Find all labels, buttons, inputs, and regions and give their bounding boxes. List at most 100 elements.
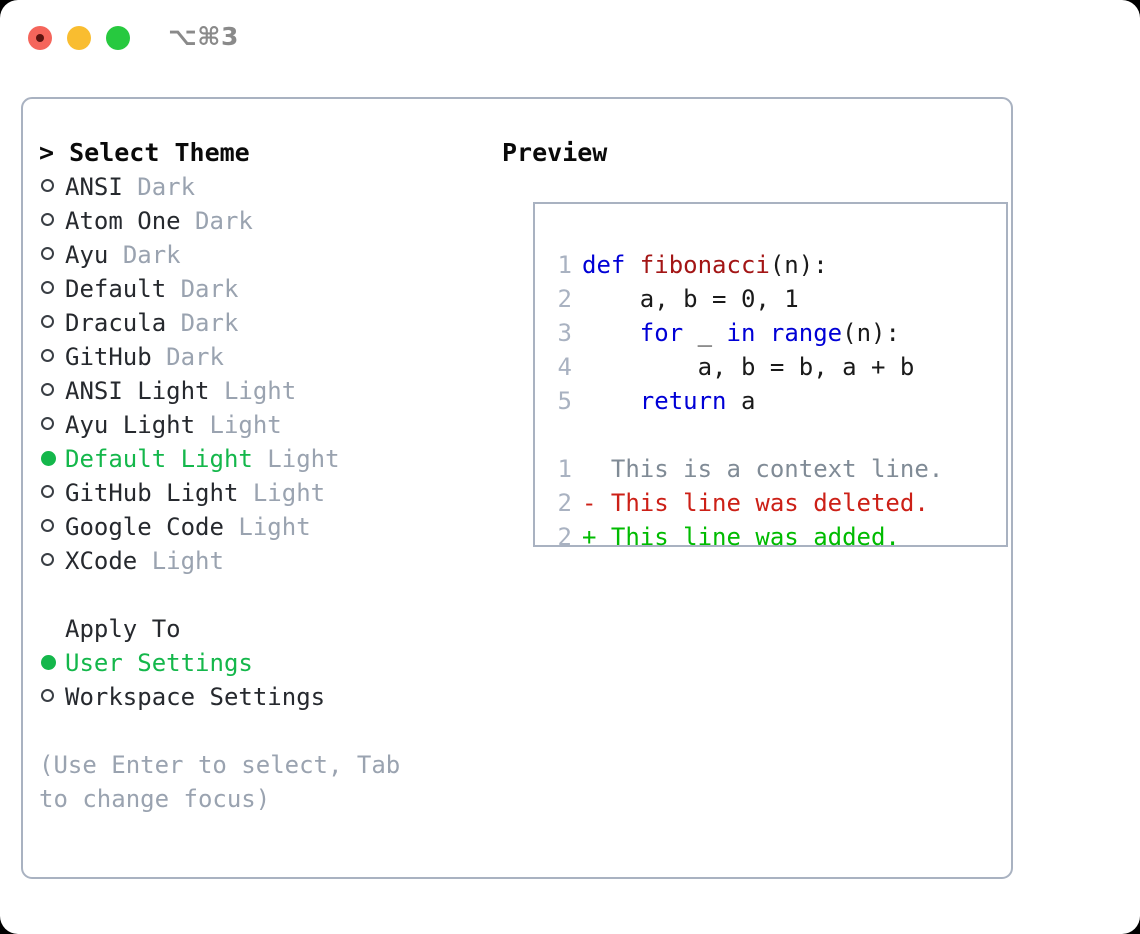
code-line-text: def fibonacci(n): bbox=[582, 248, 828, 282]
filled-circle-icon bbox=[41, 655, 56, 670]
hollow-circle-icon bbox=[41, 349, 54, 362]
code-token: return bbox=[639, 387, 727, 415]
hollow-circle-icon bbox=[41, 383, 54, 396]
code-token: a bbox=[726, 387, 756, 415]
code-line: 1 def fibonacci(n): bbox=[546, 248, 1000, 282]
option-variant-badge: Light bbox=[151, 547, 224, 575]
option-row[interactable]: GitHub Light Light bbox=[39, 476, 489, 510]
option-label-space bbox=[224, 510, 238, 544]
code-token: in bbox=[726, 319, 756, 347]
apply-to-header: Apply To bbox=[65, 615, 181, 643]
close-button[interactable] bbox=[28, 26, 52, 50]
filled-circle-icon bbox=[41, 451, 56, 466]
code-line-text: for _ in range(n): bbox=[582, 316, 900, 350]
option-label-space bbox=[152, 340, 166, 374]
option-label-space bbox=[123, 170, 137, 204]
hollow-circle-icon bbox=[41, 179, 54, 192]
option-label-space bbox=[238, 476, 252, 510]
option-variant-badge: Light bbox=[267, 445, 340, 473]
option-row[interactable]: Ayu Dark bbox=[39, 238, 489, 272]
option-row[interactable]: Google Code Light bbox=[39, 510, 489, 544]
code-line: 3 for _ in range(n): bbox=[546, 316, 1000, 350]
option-variant-badge: Dark bbox=[195, 207, 253, 235]
line-number: 1 bbox=[557, 455, 572, 483]
option-variant-badge: Dark bbox=[137, 173, 196, 201]
code-line: 4 a, b = b, a + b bbox=[546, 350, 1000, 384]
line-number: 2 bbox=[557, 489, 572, 517]
diff-line: 1 This is a context line. bbox=[546, 452, 1000, 486]
diff-line-text: This is a context line. bbox=[582, 455, 944, 483]
theme-picker-header: > Select Theme bbox=[39, 138, 250, 167]
code-token: def bbox=[582, 251, 640, 279]
code-token: fibonacci bbox=[639, 251, 770, 279]
diff-sample: 1 This is a context line. 2 - This line wa… bbox=[546, 452, 1000, 554]
option-label: Google Code bbox=[65, 513, 224, 541]
option-label: Default Light bbox=[65, 445, 253, 473]
option-label: Atom One bbox=[65, 207, 181, 235]
option-label-space bbox=[166, 306, 180, 340]
option-label-space bbox=[181, 204, 195, 238]
code-token bbox=[755, 319, 769, 347]
diff-line-text: - This line was deleted. bbox=[582, 489, 929, 517]
hollow-circle-icon bbox=[41, 553, 54, 566]
option-variant-badge: Dark bbox=[166, 343, 224, 371]
option-row[interactable]: User Settings bbox=[39, 646, 489, 680]
option-label-space bbox=[137, 544, 151, 578]
option-variant-badge: Light bbox=[238, 513, 311, 541]
code-token bbox=[582, 387, 640, 415]
line-number: 5 bbox=[557, 387, 572, 415]
option-label: ANSI bbox=[65, 173, 123, 201]
option-row[interactable]: XCode Light bbox=[39, 544, 489, 578]
code-line-text: return a bbox=[582, 384, 756, 418]
option-variant-badge: Light bbox=[252, 479, 326, 507]
window-title: ⌥⌘3 bbox=[168, 22, 239, 51]
option-row[interactable]: Default Dark bbox=[39, 272, 489, 306]
hollow-circle-icon bbox=[41, 247, 54, 260]
option-row[interactable]: GitHub Dark bbox=[39, 340, 489, 374]
option-row[interactable]: Atom One Dark bbox=[39, 204, 489, 238]
option-row[interactable]: Workspace Settings bbox=[39, 680, 489, 714]
maximize-button[interactable] bbox=[106, 26, 130, 50]
code-line: 2 a, b = 0, 1 bbox=[546, 282, 1000, 316]
option-label: Default bbox=[65, 275, 167, 303]
option-label: Workspace Settings bbox=[65, 683, 326, 711]
code-token: for bbox=[639, 319, 684, 347]
option-label: Ayu bbox=[65, 241, 109, 269]
code-token bbox=[582, 319, 640, 347]
hollow-circle-icon bbox=[41, 485, 54, 498]
option-variant-badge: Dark bbox=[180, 275, 239, 303]
option-row[interactable]: Ayu Light Light bbox=[39, 408, 489, 442]
option-label: GitHub Light bbox=[65, 479, 239, 507]
option-label: Dracula bbox=[65, 309, 167, 337]
title-bar: ⌥⌘3 bbox=[0, 0, 1140, 78]
code-line-text: a, b = b, a + b bbox=[582, 350, 915, 384]
option-row[interactable]: ANSI Light Light bbox=[39, 374, 489, 408]
code-line: 5 return a bbox=[546, 384, 1000, 418]
hollow-circle-icon bbox=[41, 315, 54, 328]
code-token: (n): bbox=[842, 319, 900, 347]
line-number: 2 bbox=[557, 285, 572, 313]
traffic-lights bbox=[28, 26, 130, 50]
option-label-space bbox=[210, 374, 224, 408]
option-label-space bbox=[166, 272, 180, 306]
code-token: _ bbox=[683, 319, 727, 347]
option-row[interactable]: Dracula Dark bbox=[39, 306, 489, 340]
minimize-button[interactable] bbox=[67, 26, 91, 50]
code-blank-line bbox=[546, 418, 1000, 452]
option-row[interactable]: ANSI Dark bbox=[39, 170, 489, 204]
option-row[interactable]: Default Light Light bbox=[39, 442, 489, 476]
option-label: GitHub bbox=[65, 343, 152, 371]
code-line-text: a, b = 0, 1 bbox=[582, 282, 799, 316]
diff-line: 2+ This line was added. bbox=[546, 520, 1000, 554]
option-variant-badge: Dark bbox=[122, 241, 181, 269]
line-number: 1 bbox=[557, 251, 572, 279]
section-spacer bbox=[39, 578, 489, 612]
diff-line: 2 - This line was deleted. bbox=[546, 486, 1000, 520]
